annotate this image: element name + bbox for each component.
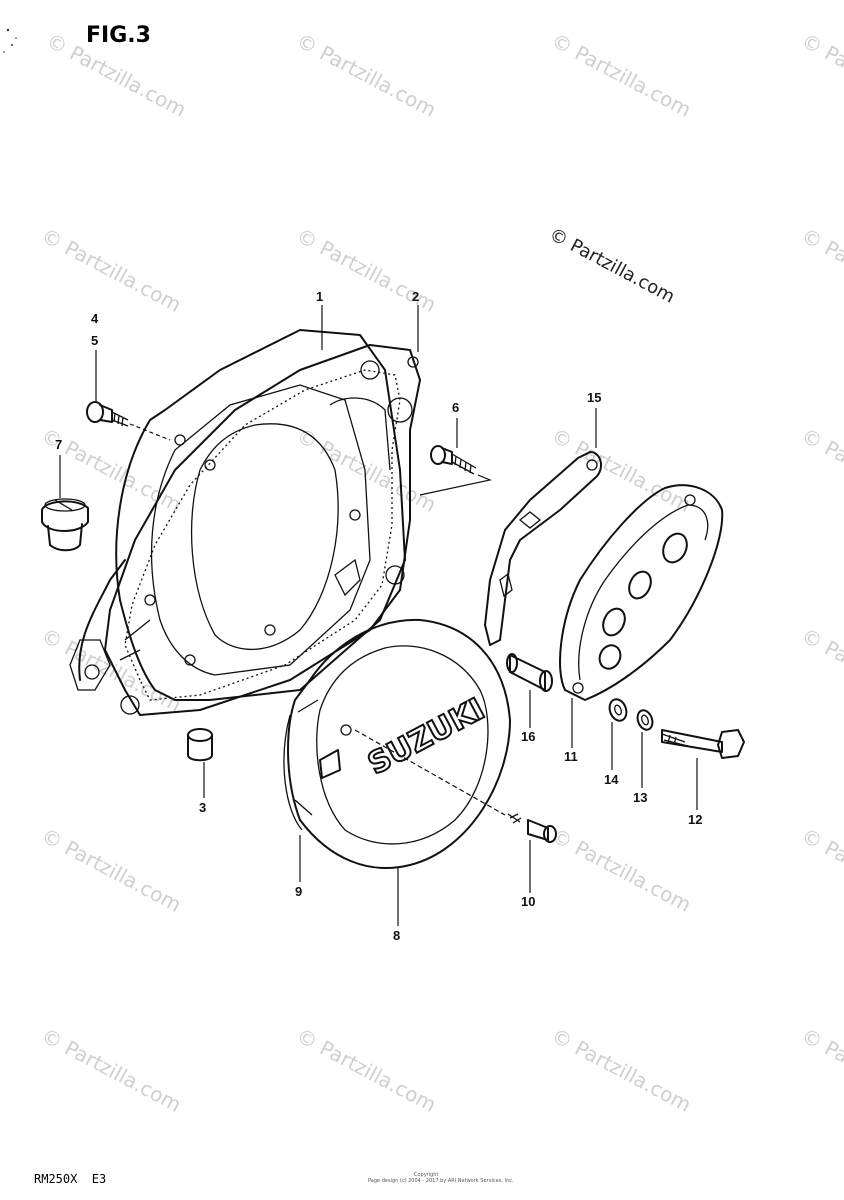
- guard-plate-part-11: [559, 484, 724, 701]
- watermark: © Partzilla.com: [798, 28, 844, 122]
- callout-8: 8: [393, 928, 400, 943]
- callout-3: 3: [199, 800, 206, 815]
- watermark: © Partzilla.com: [293, 28, 441, 122]
- callout-12: 12: [688, 812, 702, 827]
- bracket-plate-part-15: [484, 451, 602, 646]
- model-code: RM250X E3: [34, 1172, 106, 1186]
- leader-lines: [59, 305, 698, 926]
- cover-brand-lettering: SUZUKI: [362, 692, 490, 782]
- outer-cover-part-8: SUZUKI: [287, 618, 511, 869]
- watermark: © Partzilla.com: [38, 623, 186, 717]
- watermark-prominent: © Partzilla.com: [546, 224, 679, 308]
- watermark: © Partzilla.com: [798, 823, 844, 917]
- callout-14: 14: [604, 772, 619, 787]
- callout-5: 5: [91, 333, 98, 348]
- callout-7: 7: [55, 437, 62, 452]
- copyright-line-1: Copyright: [414, 1172, 438, 1178]
- callout-labels: 1 2 3 4 5 6 7 8 9 10 11 12 13 14 15 16: [55, 289, 702, 943]
- watermark: © Partzilla.com: [548, 28, 696, 122]
- washer-part-14: [608, 698, 628, 722]
- hex-bolt-part-12: [661, 729, 745, 759]
- callout-15: 15: [587, 390, 601, 405]
- watermark: © Partzilla.com: [38, 1023, 186, 1117]
- watermark: © Partzilla.com: [548, 1023, 696, 1117]
- bolt-part-6: [419, 445, 493, 496]
- watermark: © Partzilla.com: [548, 423, 696, 517]
- callout-4: 4: [91, 311, 99, 326]
- watermark: © Partzilla.com: [798, 1023, 844, 1117]
- copyright-line-2: Page design (c) 2004 - 2017 by ARI Netwo…: [368, 1178, 514, 1184]
- watermark: © Partzilla.com: [38, 823, 186, 917]
- watermark: © Partzilla.com: [798, 423, 844, 517]
- callout-11: 11: [564, 749, 578, 764]
- watermark: © Partzilla.com: [548, 823, 696, 917]
- watermark: © Partzilla.com: [38, 223, 186, 317]
- callout-13: 13: [633, 790, 647, 805]
- watermark: © Partzilla.com: [798, 223, 844, 317]
- callout-16: 16: [521, 729, 535, 744]
- callout-6: 6: [452, 400, 459, 415]
- gasket-part-2: [104, 344, 421, 716]
- collar-part-16: [506, 653, 553, 692]
- callout-10: 10: [521, 894, 535, 909]
- watermark-layer: © Partzilla.com © Partzilla.com © Partzi…: [38, 28, 844, 1117]
- screw-part-10: [354, 729, 557, 843]
- dowel-pin-part-3: [187, 728, 213, 762]
- figure-label: FIG.3: [86, 23, 151, 48]
- scan-specks: [3, 28, 17, 53]
- filler-cap-part-7: [41, 498, 89, 552]
- cover-gasket-part-9: [283, 714, 303, 831]
- screw-part-5: [86, 401, 171, 441]
- callout-1: 1: [316, 289, 323, 304]
- washer-part-13: [636, 709, 654, 731]
- watermark: © Partzilla.com: [798, 623, 844, 717]
- callout-2: 2: [412, 289, 419, 304]
- watermark: © Partzilla.com: [293, 1023, 441, 1117]
- callout-9: 9: [295, 884, 302, 899]
- crankcase-cover-part-1: [69, 329, 406, 701]
